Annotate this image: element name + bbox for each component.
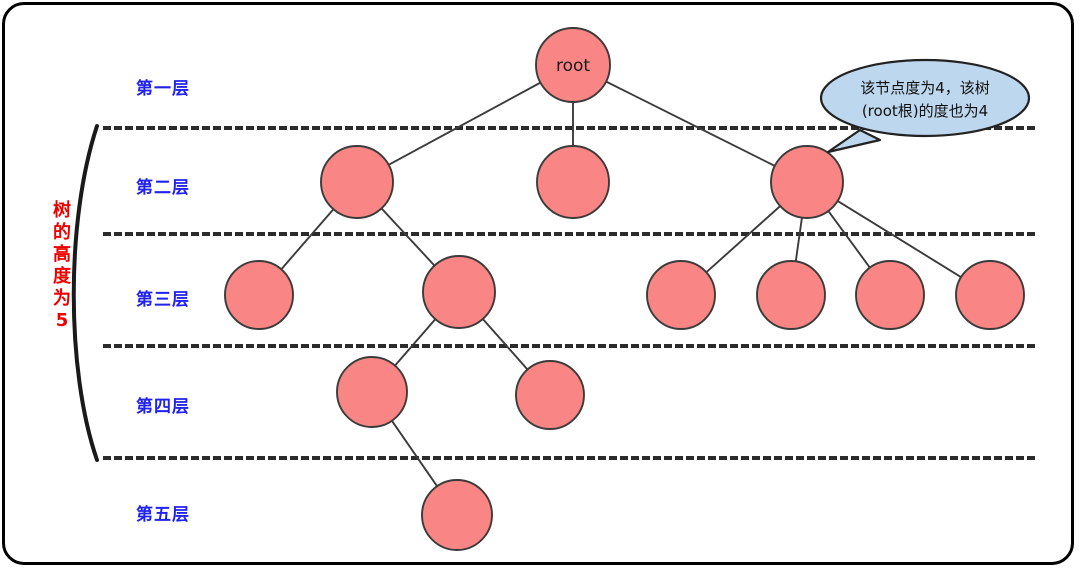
node-circle-n4-2[interactable] [515,360,585,430]
tree-nodes: root [224,27,1025,551]
tree-edge-n3-2-to-n4-1 [393,317,437,367]
node-circle-n3-2[interactable] [422,255,496,329]
tree-node-n3-3[interactable] [646,260,716,330]
tree-node-n3-2[interactable] [422,255,496,329]
tree-edge-n3-2-to-n4-2 [481,317,529,371]
tree-edge-n2-1-to-n3-2 [380,207,436,267]
tree-edge-n2-3-to-n3-6 [836,199,963,279]
tree-node-n3-1[interactable] [224,260,294,330]
callout-body-shape [819,58,1031,138]
tree-edge-n2-1-to-n3-1 [279,207,335,271]
callout-text-line1: 该节点度为4，该树 [860,79,990,97]
node-circle-n3-6[interactable] [955,260,1025,330]
height-label-char-2: 的 [53,221,71,243]
node-circle-n3-5[interactable] [855,260,925,330]
brace-arc-path [71,124,99,462]
layer-label-5: 第五层 [136,505,190,525]
tree-edge-n2-3-to-n3-5 [826,209,872,269]
tree-node-n3-6[interactable] [955,260,1025,330]
tree-node-n4-2[interactable] [515,360,585,430]
layer-label-1: 第一层 [136,79,190,99]
tree-edge-n2-3-to-n3-4 [794,216,804,263]
layer-label-4: 第四层 [136,397,190,417]
tree-edge-n4-1-to-n5-1 [390,419,439,488]
node-circle-n4-1[interactable] [336,356,408,428]
node-circle-n3-4[interactable] [756,260,826,330]
node-circle-n2-2[interactable] [536,145,610,219]
height-label-char-5: 为 [53,287,71,309]
height-label-char-6: 5 [55,309,69,331]
node-circle-n2-3[interactable] [770,145,844,219]
tree-node-n3-5[interactable] [855,260,925,330]
tree-node-n5-1[interactable] [421,479,493,551]
tree-edges [279,80,963,488]
height-label-char-4: 度 [53,265,71,287]
callout-tail-shape [826,128,882,154]
layer-label-3: 第三层 [136,290,190,310]
height-label-char-1: 树 [53,200,71,221]
node-circle-root[interactable] [535,27,611,103]
layer-label-2: 第二层 [136,178,190,198]
tree-node-n2-1[interactable] [320,145,394,219]
tree-node-n2-3[interactable] [770,145,844,219]
tree-node-root[interactable]: root [535,27,611,103]
node-circle-n5-1[interactable] [421,479,493,551]
node-circle-n2-1[interactable] [320,145,394,219]
callout-text-line2: (root根)的度也为4 [862,102,988,120]
tree-node-n2-2[interactable] [536,145,610,219]
node-circle-n3-1[interactable] [224,260,294,330]
node-label-root: root [556,56,590,76]
tree-edge-root-to-n2-3 [604,80,777,168]
tree-node-n3-4[interactable] [756,260,826,330]
tree-edge-n2-3-to-n3-3 [704,204,782,274]
height-brace [71,124,99,462]
callout-bubble: 该节点度为4，该树 (root根)的度也为4 [819,58,1031,154]
tree-node-n4-1[interactable] [336,356,408,428]
node-circle-n3-3[interactable] [646,260,716,330]
tree-edge-root-to-n2-1 [387,81,542,167]
height-label-char-3: 高 [53,243,71,265]
